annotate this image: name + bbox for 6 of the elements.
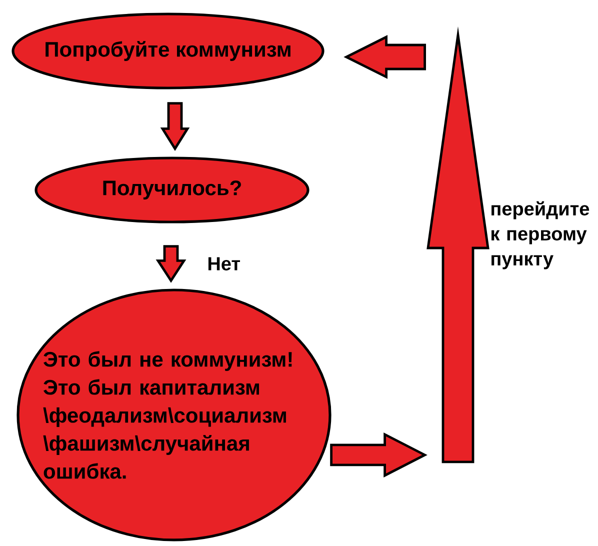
up-arrow	[426, 26, 490, 464]
arrow-caption: перейдите к первому пункту	[492, 201, 590, 270]
ellipse-node: Получилось?	[34, 156, 310, 224]
ellipse-node: Попробуйте коммунизм	[12, 12, 324, 90]
edge-label: Нет	[208, 257, 240, 270]
ellipse-node: Это был не коммунизм! Это был капитализм \феодализм\социализм \фашизм\случайная ошибка.	[16, 288, 332, 542]
